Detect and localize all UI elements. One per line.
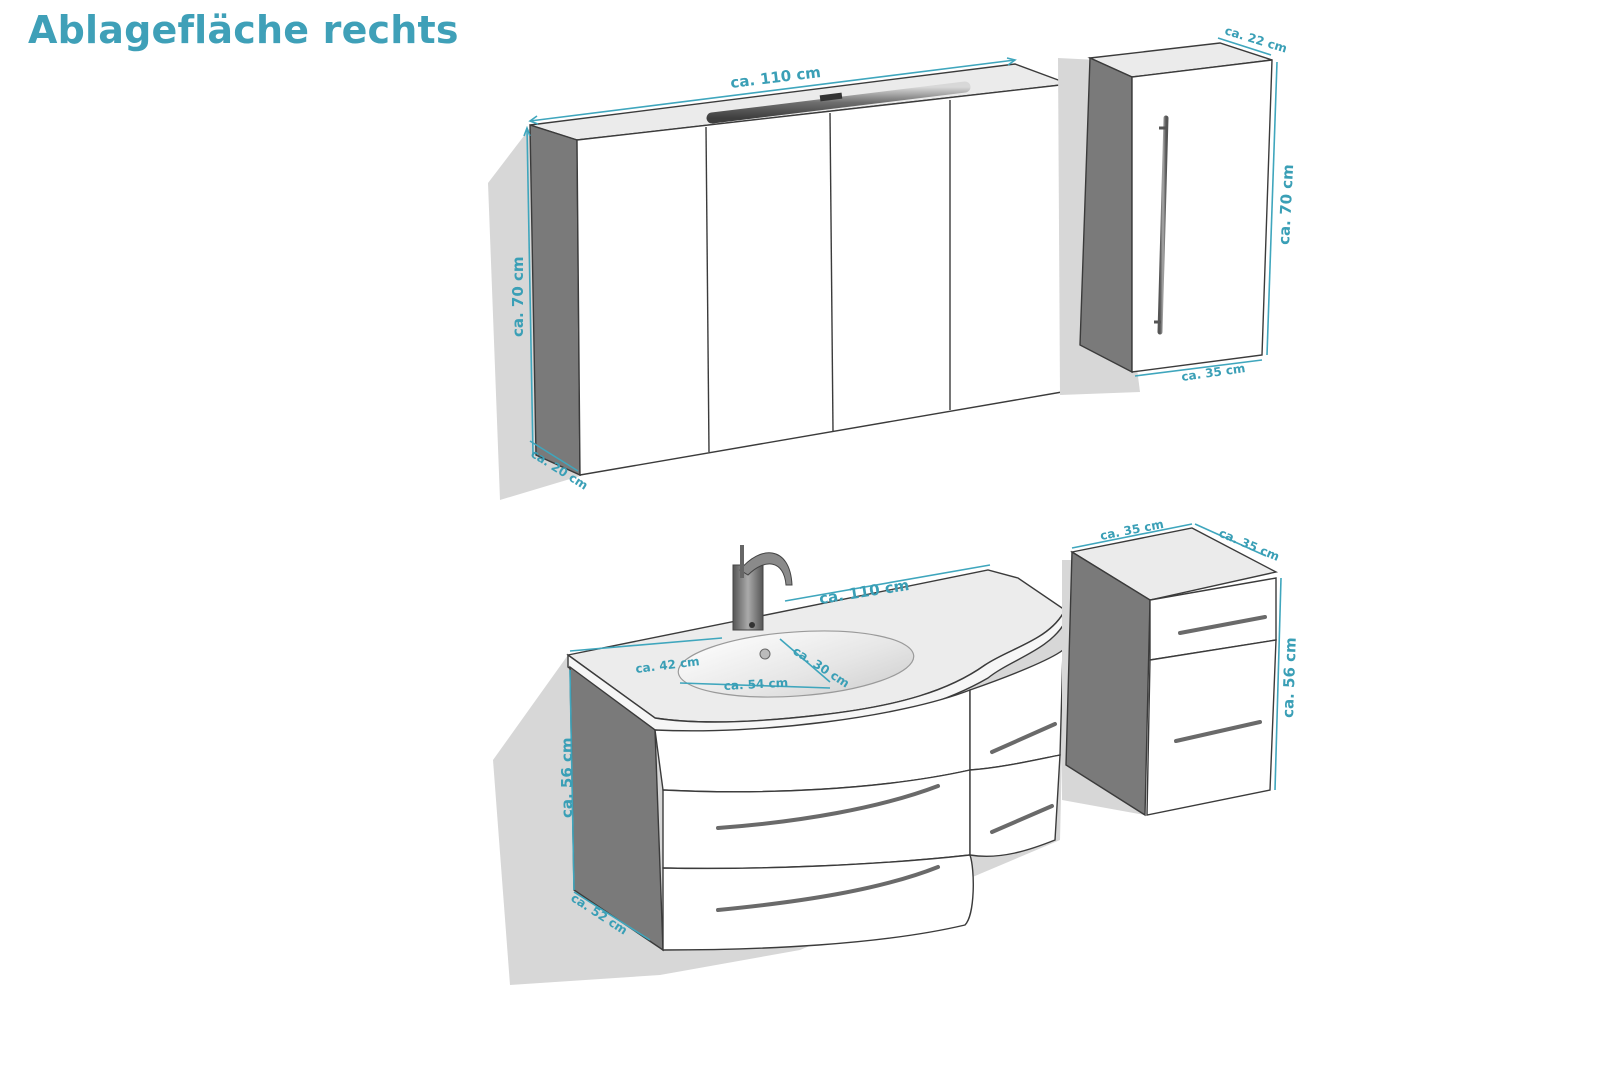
side-cabinet-handle (1178, 615, 1267, 635)
mirror-cabinet (488, 63, 1070, 500)
vanity-height-label: ca. 56 cm (558, 737, 576, 818)
mirror-lamp (706, 81, 971, 124)
vanity-drawer-handle (716, 865, 940, 912)
side-cabinet-side (1065, 550, 1151, 817)
mirror-lamp-switch (819, 92, 843, 102)
mirror-cabinet-front (576, 83, 1070, 476)
mirror-cabinet-side (529, 124, 581, 477)
mirror-height-label: ca. 70 cm (509, 256, 527, 337)
tall-cabinet-front (1131, 59, 1273, 373)
vanity-drawer-handle (716, 784, 940, 830)
tall-cabinet-height-label: ca. 70 cm (1275, 164, 1297, 245)
mirror-height-dimension: ca. 70 cm (509, 125, 534, 456)
mirror-door-seam (829, 112, 834, 432)
vanity-unit (493, 545, 1066, 985)
tall-cabinet-handle (1157, 115, 1169, 335)
vanity-drawer-handle (990, 804, 1054, 834)
vanity-drawer-handle (990, 722, 1057, 754)
basin-width-dimension: ca. 54 cm (679, 676, 831, 693)
tall-wall-cabinet (1058, 42, 1273, 395)
vanity-basin (677, 630, 915, 698)
mirror-door-seam (705, 126, 710, 453)
basin-overflow (759, 648, 771, 660)
tall-cabinet-height-dimension: ca. 70 cm (1266, 61, 1297, 356)
side-cabinet-handle (1174, 720, 1262, 743)
vanity-right-drawer-lower (969, 754, 1061, 858)
mirror-width-label: ca. 110 cm (729, 63, 822, 92)
page-title: Ablagefläche rechts (28, 8, 459, 52)
side-cabinet (1062, 527, 1279, 817)
side-cabinet-height-label: ca. 56 cm (1279, 637, 1300, 718)
faucet (732, 545, 793, 631)
vanity-height-dimension: ca. 56 cm (558, 669, 576, 891)
side-cabinet-drawer-bottom (1146, 639, 1277, 816)
basin-width-label: ca. 54 cm (723, 676, 788, 693)
tall-cabinet-side (1079, 56, 1133, 374)
side-cabinet-height-dimension: ca. 56 cm (1274, 577, 1300, 791)
